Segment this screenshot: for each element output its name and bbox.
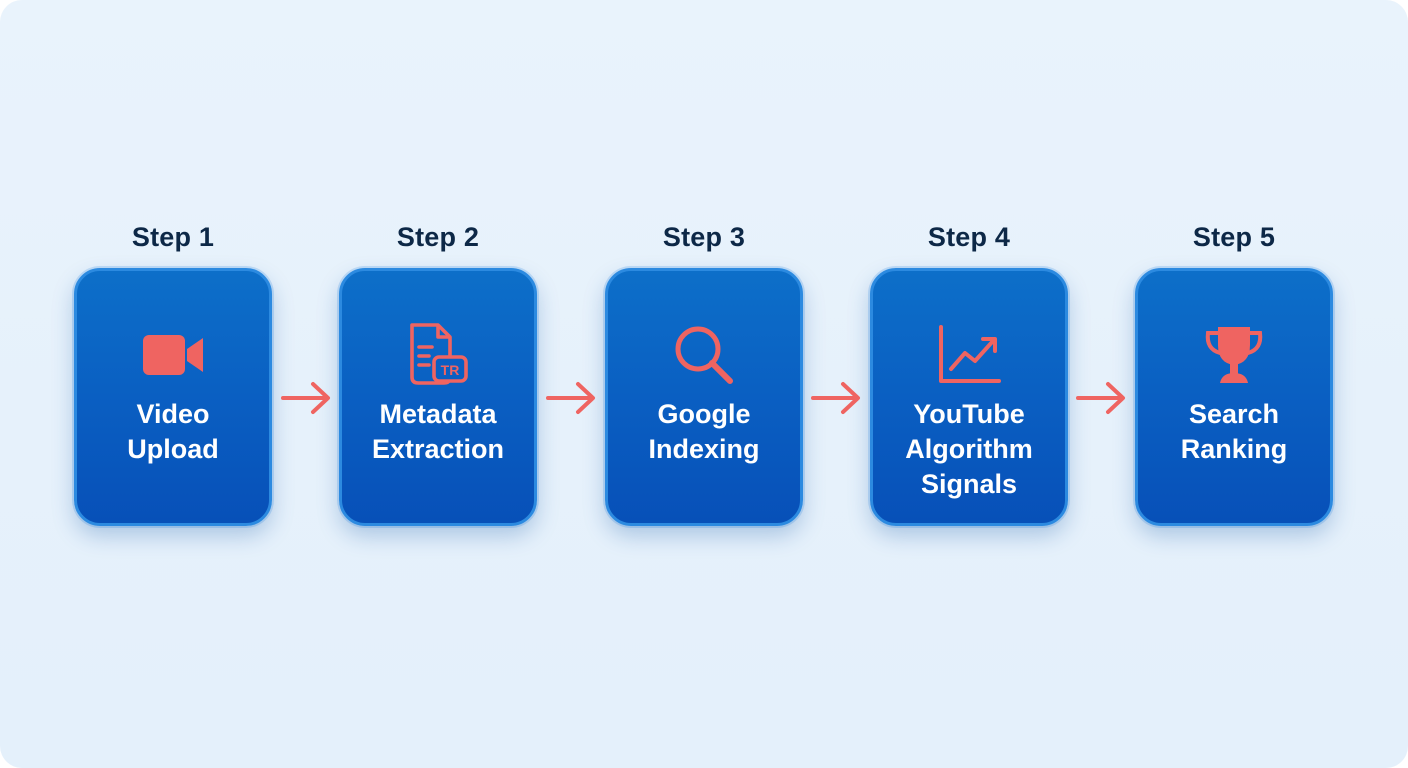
arrow-right-icon	[1076, 382, 1125, 414]
step-1-title: Video Upload	[127, 399, 219, 464]
step-5-title: Search Ranking	[1180, 399, 1288, 464]
step-3-title: Google Indexing	[648, 399, 760, 464]
transcript-badge: TR	[441, 362, 460, 378]
step-1-label: Step 1	[131, 222, 215, 252]
arrow-right-icon	[281, 382, 330, 414]
document-transcript-icon: TR	[410, 323, 468, 385]
step-3-card: Google Indexing	[605, 268, 803, 526]
magnifier-icon	[675, 326, 733, 384]
step-1-card: Video Upload	[74, 268, 272, 526]
arrow-right-icon	[811, 382, 860, 414]
step-2-label: Step 2	[396, 222, 480, 252]
step-5-label: Step 5	[1192, 222, 1276, 252]
step-4-card: YouTube Algorithm Signals	[870, 268, 1068, 526]
step-3-label: Step 3	[662, 222, 746, 252]
step-2-title: Metadata Extraction	[371, 399, 505, 464]
arrow-right-icon	[546, 382, 595, 414]
trophy-icon	[1205, 327, 1263, 383]
trend-chart-icon	[939, 325, 1001, 383]
video-camera-icon	[143, 335, 203, 375]
step-4-title: YouTube Algorithm Signals	[905, 399, 1033, 499]
step-5-card: Search Ranking	[1135, 268, 1333, 526]
step-2-card: TR Metadata Extraction	[339, 268, 537, 526]
step-4-label: Step 4	[927, 222, 1011, 252]
